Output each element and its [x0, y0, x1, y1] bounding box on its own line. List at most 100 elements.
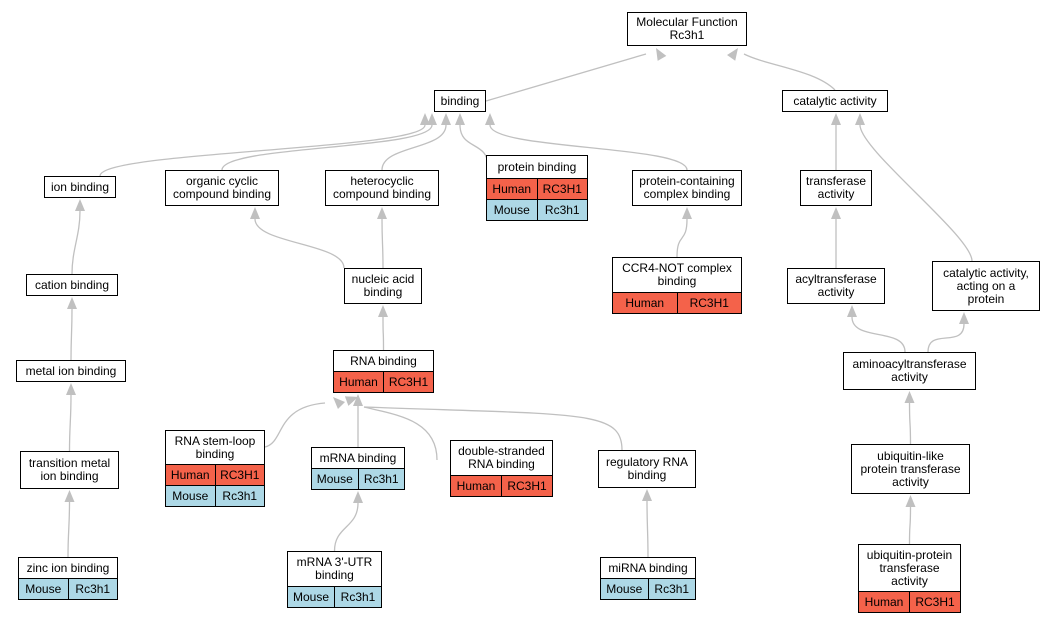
arrowhead: [904, 391, 915, 403]
species-cell: Human: [859, 592, 909, 612]
edge-ion-to-binding: [99, 124, 426, 177]
arrowhead: [727, 48, 738, 61]
go-term-ion[interactable]: ion binding: [44, 176, 116, 198]
arrowhead: [855, 113, 865, 125]
edge-ubilike-to-aminoacyl: [908, 402, 912, 445]
edge-zinc-to-transmetal: [67, 501, 71, 558]
go-term-pccb[interactable]: protein-containing complex binding: [632, 170, 742, 206]
arrowhead: [905, 495, 916, 507]
arrowhead: [67, 297, 77, 309]
edge-mirna-to-regrna: [646, 500, 649, 558]
go-term-label: mRNA 3'-UTR binding: [296, 555, 373, 582]
edge-rna-to-nab: [382, 316, 385, 351]
arrowhead: [378, 305, 388, 317]
go-term-hcb[interactable]: heterocyclic compound binding: [325, 170, 439, 206]
edge-nab-to-hcb: [381, 218, 384, 269]
go-term-mf[interactable]: Molecular Function Rc3h1: [627, 12, 747, 46]
arrowhead: [485, 113, 495, 125]
go-term-transmetal[interactable]: transition metal ion binding: [20, 451, 119, 489]
arrowhead: [377, 207, 387, 219]
gene-cell: Rc3h1: [647, 579, 695, 599]
go-term-regrna[interactable]: regulatory RNA binding: [598, 450, 696, 488]
go-term-cation[interactable]: cation binding: [26, 274, 118, 296]
species-cell: Human: [451, 476, 501, 496]
gene-cell: RC3H1: [909, 592, 960, 612]
go-term-label: aminoacyltransferase activity: [852, 357, 967, 384]
edge-pccb-to-binding: [489, 124, 688, 171]
arrowhead: [642, 489, 652, 501]
arrowhead: [345, 396, 358, 406]
go-term-label: nucleic acid binding: [351, 272, 415, 299]
gene-cell: RC3H1: [536, 179, 587, 199]
edge-dsrna-to-rna: [363, 406, 438, 461]
species-cell: Mouse: [601, 579, 648, 599]
gene-cell: Rc3h1: [214, 486, 264, 506]
go-term-label: binding: [440, 93, 480, 108]
go-term-aminoacyl[interactable]: aminoacyltransferase activity: [843, 352, 976, 390]
edge-aminoacyl-to-acyl: [851, 316, 906, 353]
go-term-acyl[interactable]: acyltransferase activity: [787, 268, 885, 304]
species-cell: Human: [613, 293, 677, 313]
go-term-ubilike[interactable]: ubiquitin-like protein transferase activ…: [851, 444, 970, 494]
go-term-nab[interactable]: nucleic acid binding: [344, 268, 422, 304]
go-term-binding[interactable]: binding: [434, 90, 486, 112]
go-term-catalytic[interactable]: catalytic activity: [782, 90, 888, 112]
go-term-occb[interactable]: organic cyclic compound binding: [165, 170, 279, 206]
arrowhead: [441, 113, 451, 125]
arrowhead: [682, 207, 692, 219]
go-term-label: ubiquitin-protein transferase activity: [866, 547, 953, 588]
edge-ubiprot-to-ubilike: [908, 506, 912, 545]
edge-ccr4-to-pccb: [676, 218, 688, 258]
gene-cell: RC3H1: [501, 476, 552, 496]
arrowhead: [831, 113, 841, 125]
go-term-label: acyltransferase activity: [795, 272, 877, 299]
go-term-label: cation binding: [34, 277, 110, 292]
go-term-catprot[interactable]: catalytic activity, acting on a protein: [932, 261, 1040, 311]
edge-stemloop-to-rna: [264, 402, 326, 448]
species-cell: Mouse: [312, 469, 358, 489]
edge-utr-to-mrna: [333, 502, 359, 552]
go-term-label: protein binding: [497, 159, 577, 174]
edge-nab-to-occb: [254, 218, 345, 269]
arrowhead: [75, 199, 85, 211]
go-term-label: ubiquitin-like protein transferase activ…: [860, 448, 961, 489]
gene-cell: RC3H1: [383, 372, 433, 392]
go-term-label: transferase activity: [805, 174, 867, 201]
arrowhead: [656, 48, 667, 61]
gene-cell: RC3H1: [676, 293, 741, 313]
go-term-label: catalytic activity, acting on a protein: [943, 265, 1029, 306]
species-cell: Mouse: [288, 587, 334, 607]
go-term-label: catalytic activity: [793, 93, 877, 108]
edge-protein-to-binding: [459, 124, 489, 167]
species-cell: Human: [334, 372, 383, 392]
arrowhead: [66, 383, 76, 395]
species-cell: Mouse: [166, 486, 215, 506]
gene-cell: Rc3h1: [536, 200, 587, 220]
go-term-metal[interactable]: metal ion binding: [16, 360, 126, 382]
go-term-label: mRNA binding: [319, 450, 397, 465]
edge-binding-to-mf: [485, 53, 647, 102]
go-term-transferase[interactable]: transferase activity: [800, 170, 872, 206]
edge-transmetal-to-metal: [68, 394, 72, 452]
go-term-label: Molecular Function Rc3h1: [636, 15, 738, 42]
